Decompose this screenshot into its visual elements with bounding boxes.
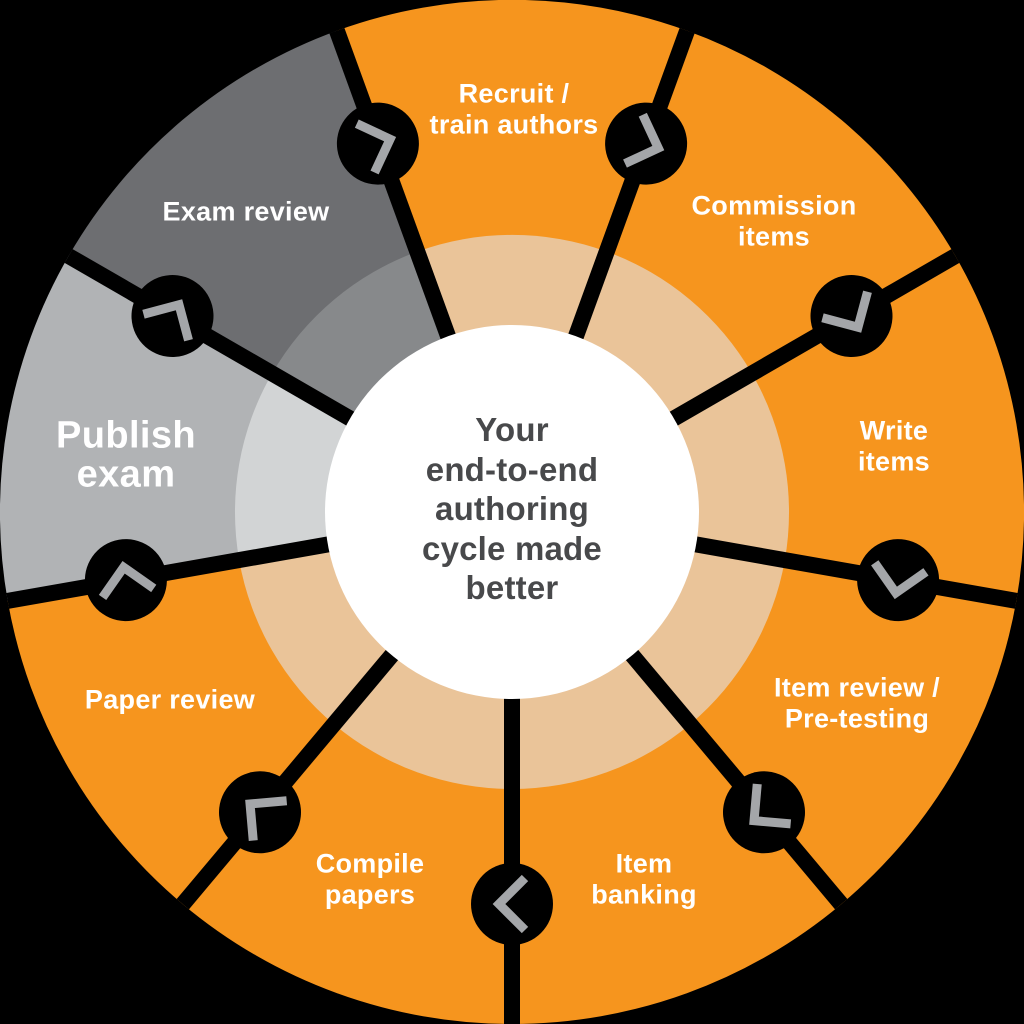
center-circle (325, 325, 699, 699)
node-recruit-to-commission (605, 102, 688, 185)
node-circle (219, 771, 301, 854)
chevron-next-icon (142, 299, 193, 342)
chevron-next-icon (354, 119, 397, 175)
node-exam-review-to-recruit (336, 102, 419, 185)
node-publish-to-exam-review (131, 275, 214, 357)
node-circle (857, 539, 940, 622)
segment-label-item-banking: Item banking (591, 848, 697, 910)
node-write-to-item-review (857, 539, 940, 622)
chevron-next-icon (98, 561, 157, 600)
node-circle (810, 275, 893, 357)
segment-label-exam-review: Exam review (162, 196, 330, 227)
node-circle (84, 539, 167, 622)
chevron-next-icon (492, 874, 529, 934)
center-message: Your end-to-end authoring cycle made bet… (422, 411, 602, 607)
node-item-banking-to-compile (471, 863, 553, 945)
node-circle (131, 275, 214, 357)
segment-label-commission-items: Commission items (691, 190, 857, 252)
chevron-next-icon (623, 112, 665, 168)
segment-label-compile-papers: Compile papers (315, 848, 425, 910)
segment-label-recruit-train-authors: Recruit / train authors (429, 78, 599, 140)
node-circle (723, 771, 805, 854)
node-item-review-to-item-banking (723, 771, 805, 854)
segment-label-write-items: Write items (857, 415, 931, 477)
node-commission-to-write (810, 275, 893, 357)
nodes-layer (84, 102, 940, 945)
chevron-next-icon (821, 290, 872, 333)
node-compile-to-paper-review (219, 771, 301, 854)
segment-label-paper-review: Paper review (84, 684, 256, 715)
node-paper-review-to-publish (84, 539, 167, 622)
chevron-next-icon (749, 783, 792, 829)
segment-label-publish-exam: Publish exam (55, 414, 197, 495)
chevron-next-icon (871, 560, 929, 600)
segment-label-item-review-pre-testing: Item review / Pre-testing (774, 672, 940, 734)
chevron-next-icon (245, 796, 288, 841)
node-circle (471, 863, 553, 945)
